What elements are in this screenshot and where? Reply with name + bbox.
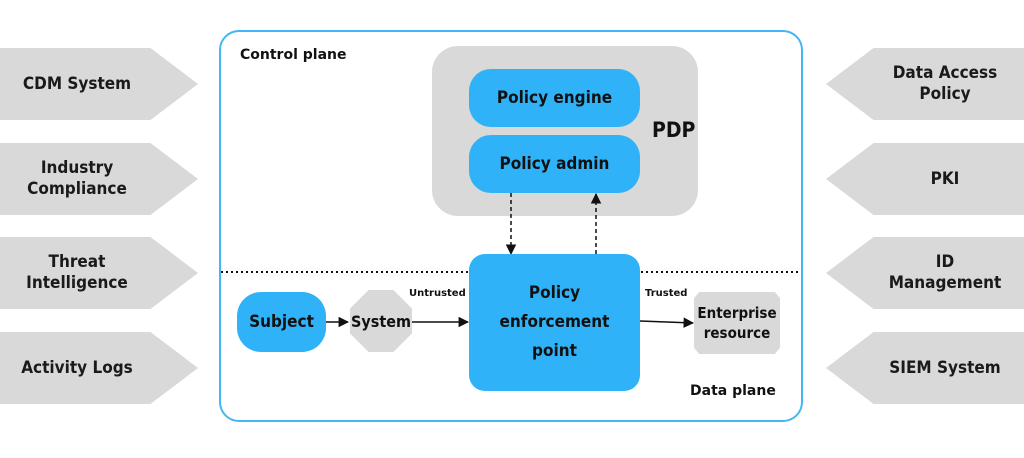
policy-engine-label: Policy engine — [496, 88, 613, 108]
input-activity-logs: Activity Logs — [0, 332, 198, 404]
data-plane-label: Data plane — [690, 383, 776, 399]
policy-admin-box: Policy admin — [469, 135, 640, 193]
input-cdm-system: CDM System — [0, 48, 198, 120]
architecture-frame — [219, 30, 803, 422]
input-id-management: ID Management — [826, 237, 1024, 309]
trusted-label: Trusted — [645, 288, 688, 299]
enterprise-resource-box: Enterprise resource — [694, 292, 780, 354]
pep-to-resource-arrow — [639, 317, 695, 328]
input-label: Industry Compliance — [27, 158, 127, 199]
policy-enforcement-point-box: Policy enforcement point — [469, 254, 640, 391]
policy-admin-label: Policy admin — [499, 154, 610, 174]
untrusted-label: Untrusted — [409, 288, 466, 299]
input-siem-system: SIEM System — [826, 332, 1024, 404]
input-label: SIEM System — [889, 357, 1001, 378]
input-label: Activity Logs — [21, 357, 133, 378]
input-data-access-policy: Data Access Policy — [826, 48, 1024, 120]
policy-engine-box: Policy engine — [469, 69, 640, 127]
input-label: ID Management — [888, 252, 1002, 293]
input-industry-compliance: Industry Compliance — [0, 143, 198, 215]
subject-label: Subject — [249, 312, 314, 332]
enterprise-resource-label: Enterprise resource — [697, 304, 777, 342]
pdp-label: PDP — [652, 118, 696, 142]
subject-box: Subject — [237, 292, 326, 352]
input-label: Threat Intelligence — [26, 252, 128, 293]
input-label: Data Access Policy — [892, 63, 998, 104]
input-label: PKI — [930, 168, 960, 189]
control-plane-label: Control plane — [240, 47, 347, 63]
input-pki: PKI — [826, 143, 1024, 215]
pep-label: Policy enforcement point — [499, 283, 610, 361]
input-threat-intelligence: Threat Intelligence — [0, 237, 198, 309]
system-label: System — [351, 311, 411, 331]
system-box: System — [350, 290, 412, 352]
input-label: CDM System — [22, 73, 132, 94]
